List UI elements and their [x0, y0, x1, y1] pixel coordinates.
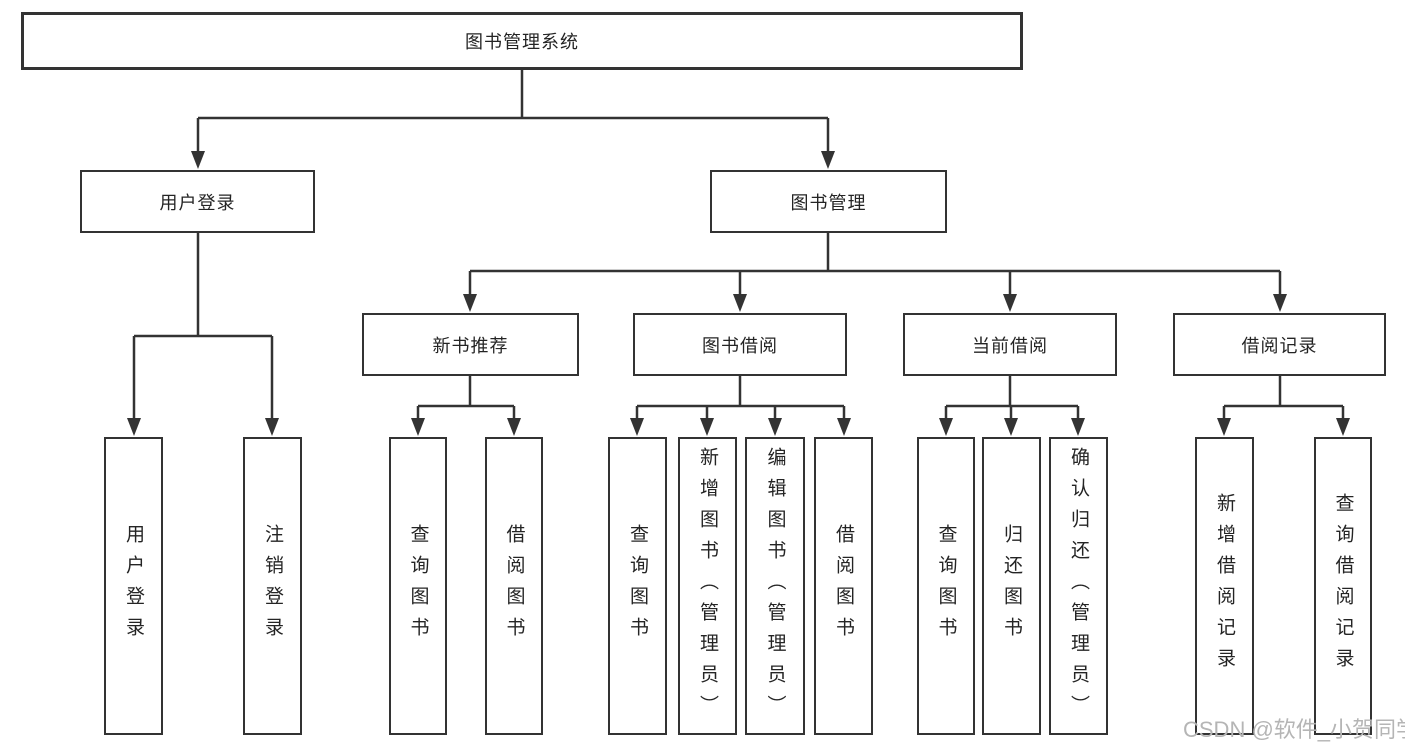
node-book-borrow: 图书借阅: [633, 313, 847, 376]
node-cb-query-book: 查询图书: [917, 437, 975, 735]
node-borrow-record-label: 借阅记录: [1241, 335, 1318, 356]
node-cb-return-book-label: 归还图书: [1001, 524, 1022, 648]
csdn-watermark: CSDN @软件_小贺同学: [1183, 717, 1405, 742]
node-book-mgmt-branch: 图书管理: [710, 170, 947, 233]
node-rec-query-book: 查询图书: [389, 437, 447, 735]
node-rec-borrow-book-label: 借阅图书: [503, 524, 525, 648]
node-br-query-record-label: 查询借阅记录: [1332, 493, 1354, 679]
node-bb-query-book: 查询图书: [608, 437, 667, 735]
node-cb-confirm-return-label: 确认归还（管理员）: [1068, 446, 1089, 726]
node-login: 用户登录: [104, 437, 163, 735]
node-book-borrow-label: 图书借阅: [702, 335, 778, 356]
node-logout: 注销登录: [243, 437, 302, 735]
node-borrow-record: 借阅记录: [1173, 313, 1386, 376]
node-br-query-record: 查询借阅记录: [1314, 437, 1372, 735]
node-user-login-branch-label: 用户登录: [159, 192, 236, 213]
node-cb-confirm-return: 确认归还（管理员）: [1049, 437, 1108, 735]
node-bb-edit-book-label: 编辑图书（管理员）: [764, 446, 786, 726]
node-current-borrow: 当前借阅: [903, 313, 1117, 376]
node-bb-borrow-book: 借阅图书: [814, 437, 873, 735]
node-bb-edit-book: 编辑图书（管理员）: [745, 437, 805, 735]
node-user-login-branch: 用户登录: [80, 170, 315, 233]
node-cb-return-book: 归还图书: [982, 437, 1041, 735]
node-rec-borrow-book: 借阅图书: [485, 437, 543, 735]
node-current-borrow-label: 当前借阅: [972, 335, 1048, 356]
node-br-add-record-label: 新增借阅记录: [1214, 493, 1235, 679]
node-book-mgmt-branch-label: 图书管理: [790, 192, 867, 213]
node-cb-query-book-label: 查询图书: [935, 524, 957, 648]
node-bb-query-book-label: 查询图书: [627, 524, 648, 648]
node-br-add-record: 新增借阅记录: [1195, 437, 1254, 735]
node-root-label: 图书管理系统: [465, 32, 579, 52]
node-root: 图书管理系统: [21, 12, 1023, 70]
node-new-book-rec-label: 新书推荐: [432, 335, 509, 356]
node-rec-query-book-label: 查询图书: [407, 524, 429, 648]
node-bb-add-book-label: 新增图书（管理员）: [697, 446, 718, 726]
node-login-label: 用户登录: [123, 524, 144, 648]
node-bb-borrow-book-label: 借阅图书: [833, 524, 854, 648]
node-bb-add-book: 新增图书（管理员）: [678, 437, 737, 735]
arrowheads: [127, 151, 1350, 436]
node-logout-label: 注销登录: [262, 524, 283, 648]
node-new-book-rec: 新书推荐: [362, 313, 579, 376]
